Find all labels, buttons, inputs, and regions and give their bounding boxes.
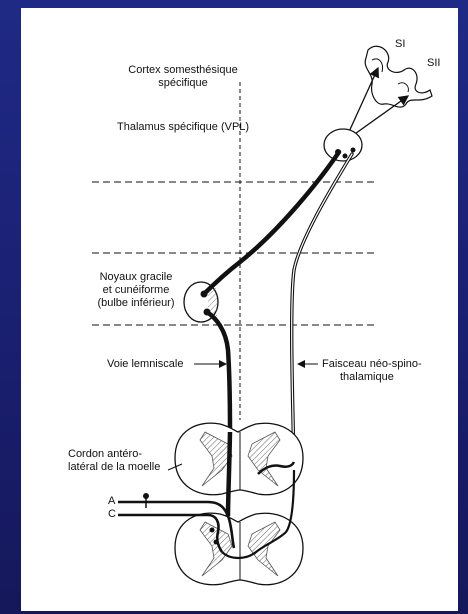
cortex-gyrus <box>365 46 432 107</box>
fiber-a-label: A <box>108 495 115 508</box>
spinal-cord-section-upper <box>175 423 303 495</box>
si-label: SI <box>395 38 405 51</box>
noyaux-label: Noyaux gracile et cunéiforme (bulbe infé… <box>86 271 186 310</box>
cortex-label: Cortex somesthésique spécifique <box>108 64 258 90</box>
noyaux-label-line1: Noyaux gracile <box>86 271 186 284</box>
lemniscal-pathway <box>204 152 339 294</box>
cortex-gyrus-inner <box>372 59 408 92</box>
noyaux-label-line2: et cunéiforme <box>86 284 186 297</box>
dorsal-column-fiber <box>207 312 230 432</box>
cortex-label-line1: Cortex somesthésique <box>108 64 258 77</box>
faisceau-label-line2: thalamique <box>322 371 422 384</box>
cordon-label: Cordon antéro- latéral de la moelle <box>68 448 160 474</box>
cortex-label-line2: spécifique <box>108 77 258 90</box>
sii-label: SII <box>427 57 440 70</box>
fiber-c-label: C <box>108 508 116 521</box>
thalamus-label: Thalamus spécifique (VPL) <box>117 121 249 134</box>
spinal-cord-section-lower <box>175 513 303 585</box>
voie-lemniscale-label: Voie lemniscale <box>107 358 183 371</box>
arrow-to-si <box>348 68 378 134</box>
arrow-to-sii <box>352 96 408 136</box>
faisceau-label: Faisceau néo-spino- thalamique <box>322 358 422 384</box>
faisceau-label-line1: Faisceau néo-spino- <box>322 358 422 371</box>
cordon-label-line1: Cordon antéro- <box>68 448 160 461</box>
noyaux-label-line3: (bulbe inférieur) <box>86 297 186 310</box>
cordon-label-line2: latéral de la moelle <box>68 461 160 474</box>
